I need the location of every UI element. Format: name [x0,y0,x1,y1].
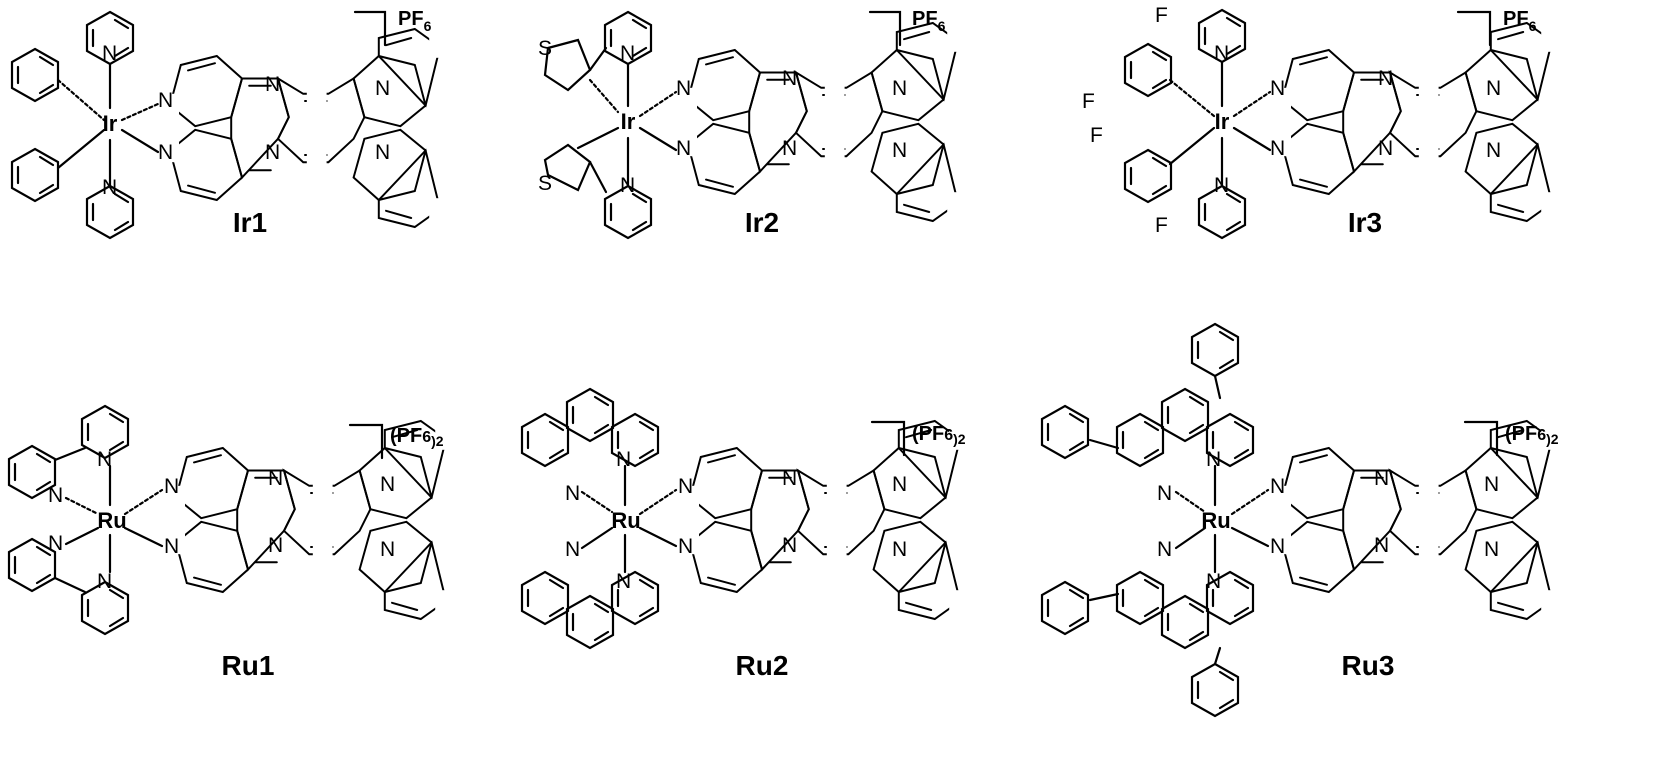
n-atom: N [782,67,797,90]
metal-ru1-symbol: Ru [97,508,126,533]
complex-ru1: Ru N N N N N N N N N N (PF6)2 Ru1 [7,404,456,681]
f-atom: F [1155,4,1168,27]
n-atom: N [1484,473,1499,496]
n-atom: N [1378,67,1393,90]
n-atom: N [375,77,390,100]
n-atom: N [48,484,63,507]
n-atom: N [1157,538,1172,561]
counterion-ir1: PF6 [398,8,432,34]
n-atom: N [1206,570,1221,593]
f-atom: F [1090,124,1103,147]
n-atom: N [565,538,580,561]
n-atom: N [1374,534,1389,557]
n-atom: N [565,482,580,505]
n-atom: N [268,534,283,557]
complex-ir3: F F F F Ir N N N N N N N N PF6 Ir3 [1082,4,1562,240]
metal-ir3-symbol: Ir [1215,109,1230,134]
label-ir1: Ir1 [233,207,267,238]
complex-ru3: Ru N N N N N N N N N N (PF6)2 Ru3 [1040,322,1562,718]
n-atom: N [1378,137,1393,160]
n-atom: N [782,467,797,490]
label-ir2: Ir2 [745,207,779,238]
metal-ru3-symbol: Ru [1201,508,1230,533]
n-atom: N [102,42,117,65]
n-atom: N [892,473,907,496]
n-atom: N [158,89,173,112]
label-ru1: Ru1 [222,650,275,681]
n-atom: N [676,137,691,160]
n-atom: N [620,42,635,65]
n-atom: N [1270,137,1285,160]
n-atom: N [616,570,631,593]
f-atom: F [1155,214,1168,237]
n-atom: N [102,176,117,199]
n-atom: N [616,448,631,471]
n-atom: N [375,141,390,164]
counterion-ru2: (PF6)2 [912,423,966,447]
n-atom: N [892,77,907,100]
metal-ru2-symbol: Ru [611,508,640,533]
n-atom: N [1270,77,1285,100]
n-atom: N [782,137,797,160]
metal-ir2-symbol: Ir [621,109,636,134]
n-atom: N [1374,467,1389,490]
s-atom: S [538,37,552,60]
s-atom: S [538,172,552,195]
n-atom: N [676,77,691,100]
n-atom: N [164,535,179,558]
label-ru2: Ru2 [736,650,789,681]
counterion-ru3: (PF6)2 [1505,423,1559,447]
n-atom: N [380,473,395,496]
n-atom: N [1214,42,1229,65]
n-atom: N [678,535,693,558]
n-atom: N [678,475,693,498]
n-atom: N [97,570,112,593]
label-ir3: Ir3 [1348,207,1382,238]
label-ru3: Ru3 [1342,650,1395,681]
n-atom: N [1206,448,1221,471]
n-atom: N [268,467,283,490]
n-atom: N [782,534,797,557]
n-atom: N [1214,174,1229,197]
n-atom: N [892,538,907,561]
n-atom: N [1486,77,1501,100]
n-atom: N [1270,535,1285,558]
metal-ir1-symbol: Ir [103,111,118,136]
n-atom: N [380,538,395,561]
counterion-ir2: PF6 [912,8,946,34]
n-atom: N [1270,475,1285,498]
n-atom: N [1157,482,1172,505]
n-atom: N [265,73,280,96]
counterion-ir3: PF6 [1503,8,1537,34]
n-atom: N [620,174,635,197]
complex-ru2: Ru N N N N N N N N N N (PF6)2 Ru2 [520,387,970,681]
n-atom: N [1486,139,1501,162]
n-atom: N [892,139,907,162]
n-atom: N [97,448,112,471]
n-atom: N [164,475,179,498]
complex-ir1: Ir N N N N N N N N PF6 Ir1 [10,8,450,240]
complex-ir2: S S Ir N N N N N N N N PF6 Ir2 [538,8,968,240]
n-atom: N [158,141,173,164]
n-atom: N [1484,538,1499,561]
n-atom: N [265,141,280,164]
f-atom: F [1082,90,1095,113]
counterion-ru1: (PF6)2 [390,425,444,449]
n-atom: N [48,532,63,555]
